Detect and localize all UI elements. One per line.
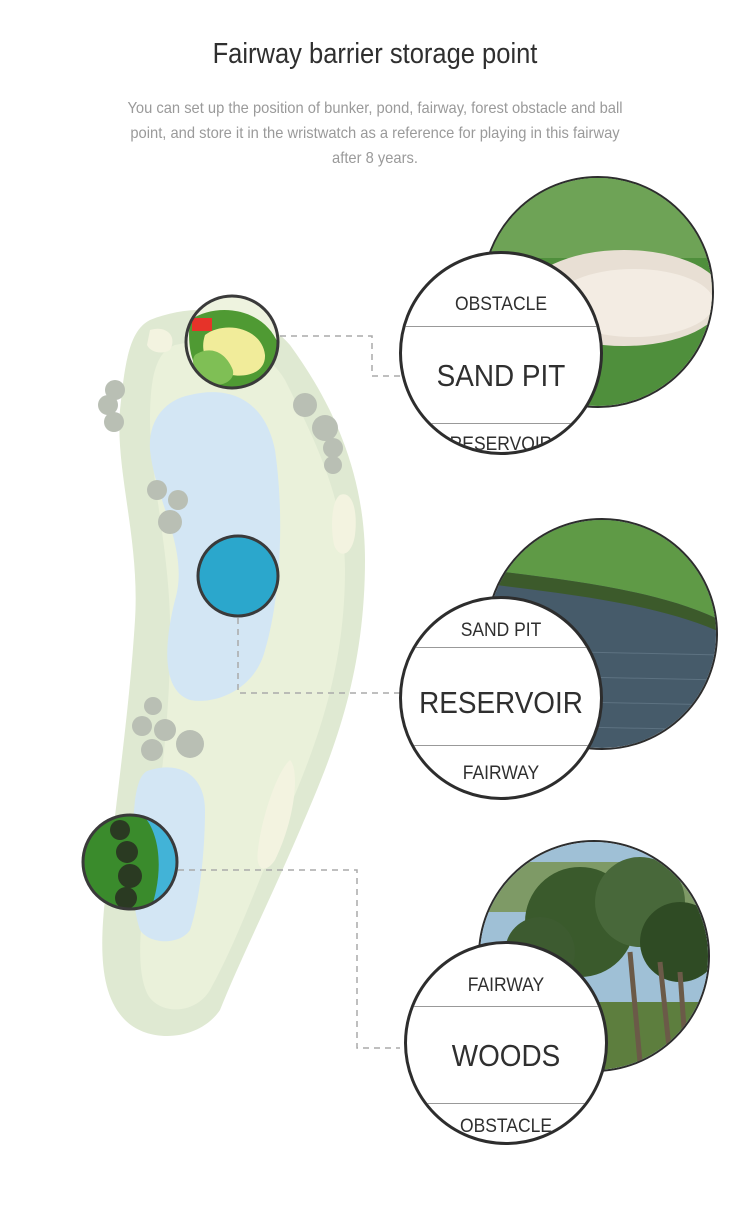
tree-clusters — [98, 380, 343, 761]
dial-top-label: OBSTACLE — [455, 294, 547, 315]
page-title: Fairway barrier storage point — [212, 38, 538, 70]
dial-sand-pit[interactable]: OBSTACLE SAND PIT RESERVOIR — [399, 251, 603, 455]
dial-bottom-label: FAIRWAY — [462, 763, 540, 784]
green-marker[interactable] — [180, 290, 290, 400]
sand-strip-top — [147, 328, 173, 353]
sand-strip-right — [332, 494, 356, 554]
divider — [407, 1103, 605, 1104]
dial-bottom-label: OBSTACLE — [460, 1116, 552, 1137]
divider — [402, 423, 600, 424]
page-subtitle: You can set up the position of bunker, p… — [127, 100, 623, 167]
water-marker[interactable] — [196, 534, 280, 618]
dial-reservoir[interactable]: SAND PIT RESERVOIR FAIRWAY — [399, 596, 603, 800]
divider — [402, 647, 600, 648]
dial-bottom-label: RESERVOIR — [449, 434, 553, 455]
dial-top-label: FAIRWAY — [467, 975, 545, 996]
divider — [407, 1006, 605, 1007]
dial-woods[interactable]: FAIRWAY WOODS OBSTACLE — [404, 941, 608, 1145]
dial-main-label: WOODS — [451, 1038, 561, 1073]
dial-main-label: SAND PIT — [436, 358, 566, 393]
woods-marker[interactable] — [80, 812, 180, 912]
dial-top-label: SAND PIT — [460, 620, 542, 641]
divider — [402, 326, 600, 327]
dial-main-label: RESERVOIR — [419, 685, 583, 720]
divider — [402, 745, 600, 746]
connector-lines — [178, 335, 400, 1049]
sand-strip-lower — [257, 760, 295, 869]
